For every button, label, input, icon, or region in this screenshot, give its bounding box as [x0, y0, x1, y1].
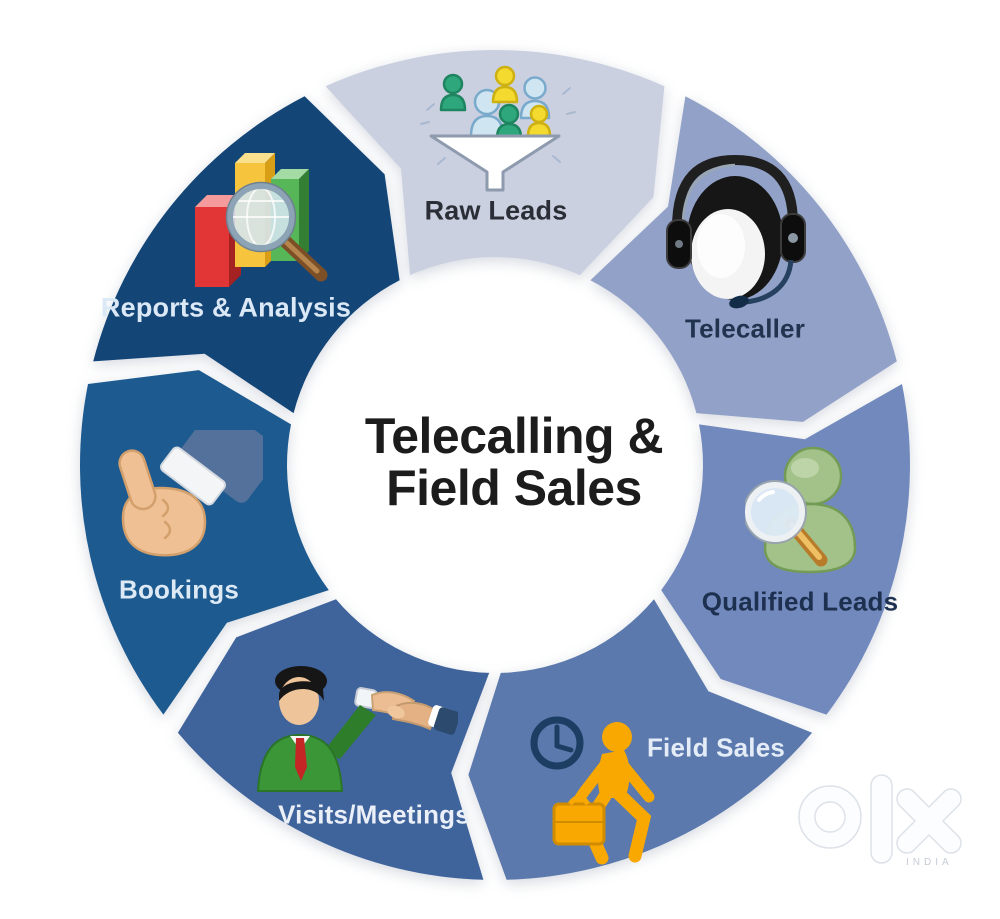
- olx-l-glyph: [870, 774, 893, 864]
- label-qualified-leads: Qualified Leads: [701, 586, 899, 617]
- label-reports-analysis: Reports & Analysis: [100, 292, 352, 323]
- olx-region-text: INDIA: [906, 857, 953, 868]
- businessman-handshake-icon: [256, 666, 458, 792]
- label-field-sales: Field Sales: [646, 732, 786, 763]
- olx-logo: INDIA: [798, 774, 962, 868]
- olx-x-glyph: [896, 788, 962, 854]
- thumbs-up-icon: [118, 430, 263, 557]
- label-raw-leads: Raw Leads: [424, 195, 568, 226]
- person-magnifier-icon: [745, 446, 857, 574]
- olx-o-glyph-hole: [814, 801, 846, 833]
- diagram-title-line2: Field Sales: [386, 460, 642, 516]
- label-telecaller: Telecaller: [684, 313, 806, 344]
- funnel-with-people-icon: [420, 65, 576, 192]
- label-visits-meetings: Visits/Meetings: [278, 799, 470, 830]
- diagram-title: Telecalling & Field Sales: [364, 408, 664, 516]
- bar-chart-magnifier-icon: [195, 153, 328, 287]
- diagram-title-line1: Telecalling &: [364, 408, 664, 464]
- clock-and-walking-salesman-icon: [530, 716, 655, 865]
- headset-agent-icon: [666, 154, 806, 309]
- label-bookings: Bookings: [118, 574, 240, 605]
